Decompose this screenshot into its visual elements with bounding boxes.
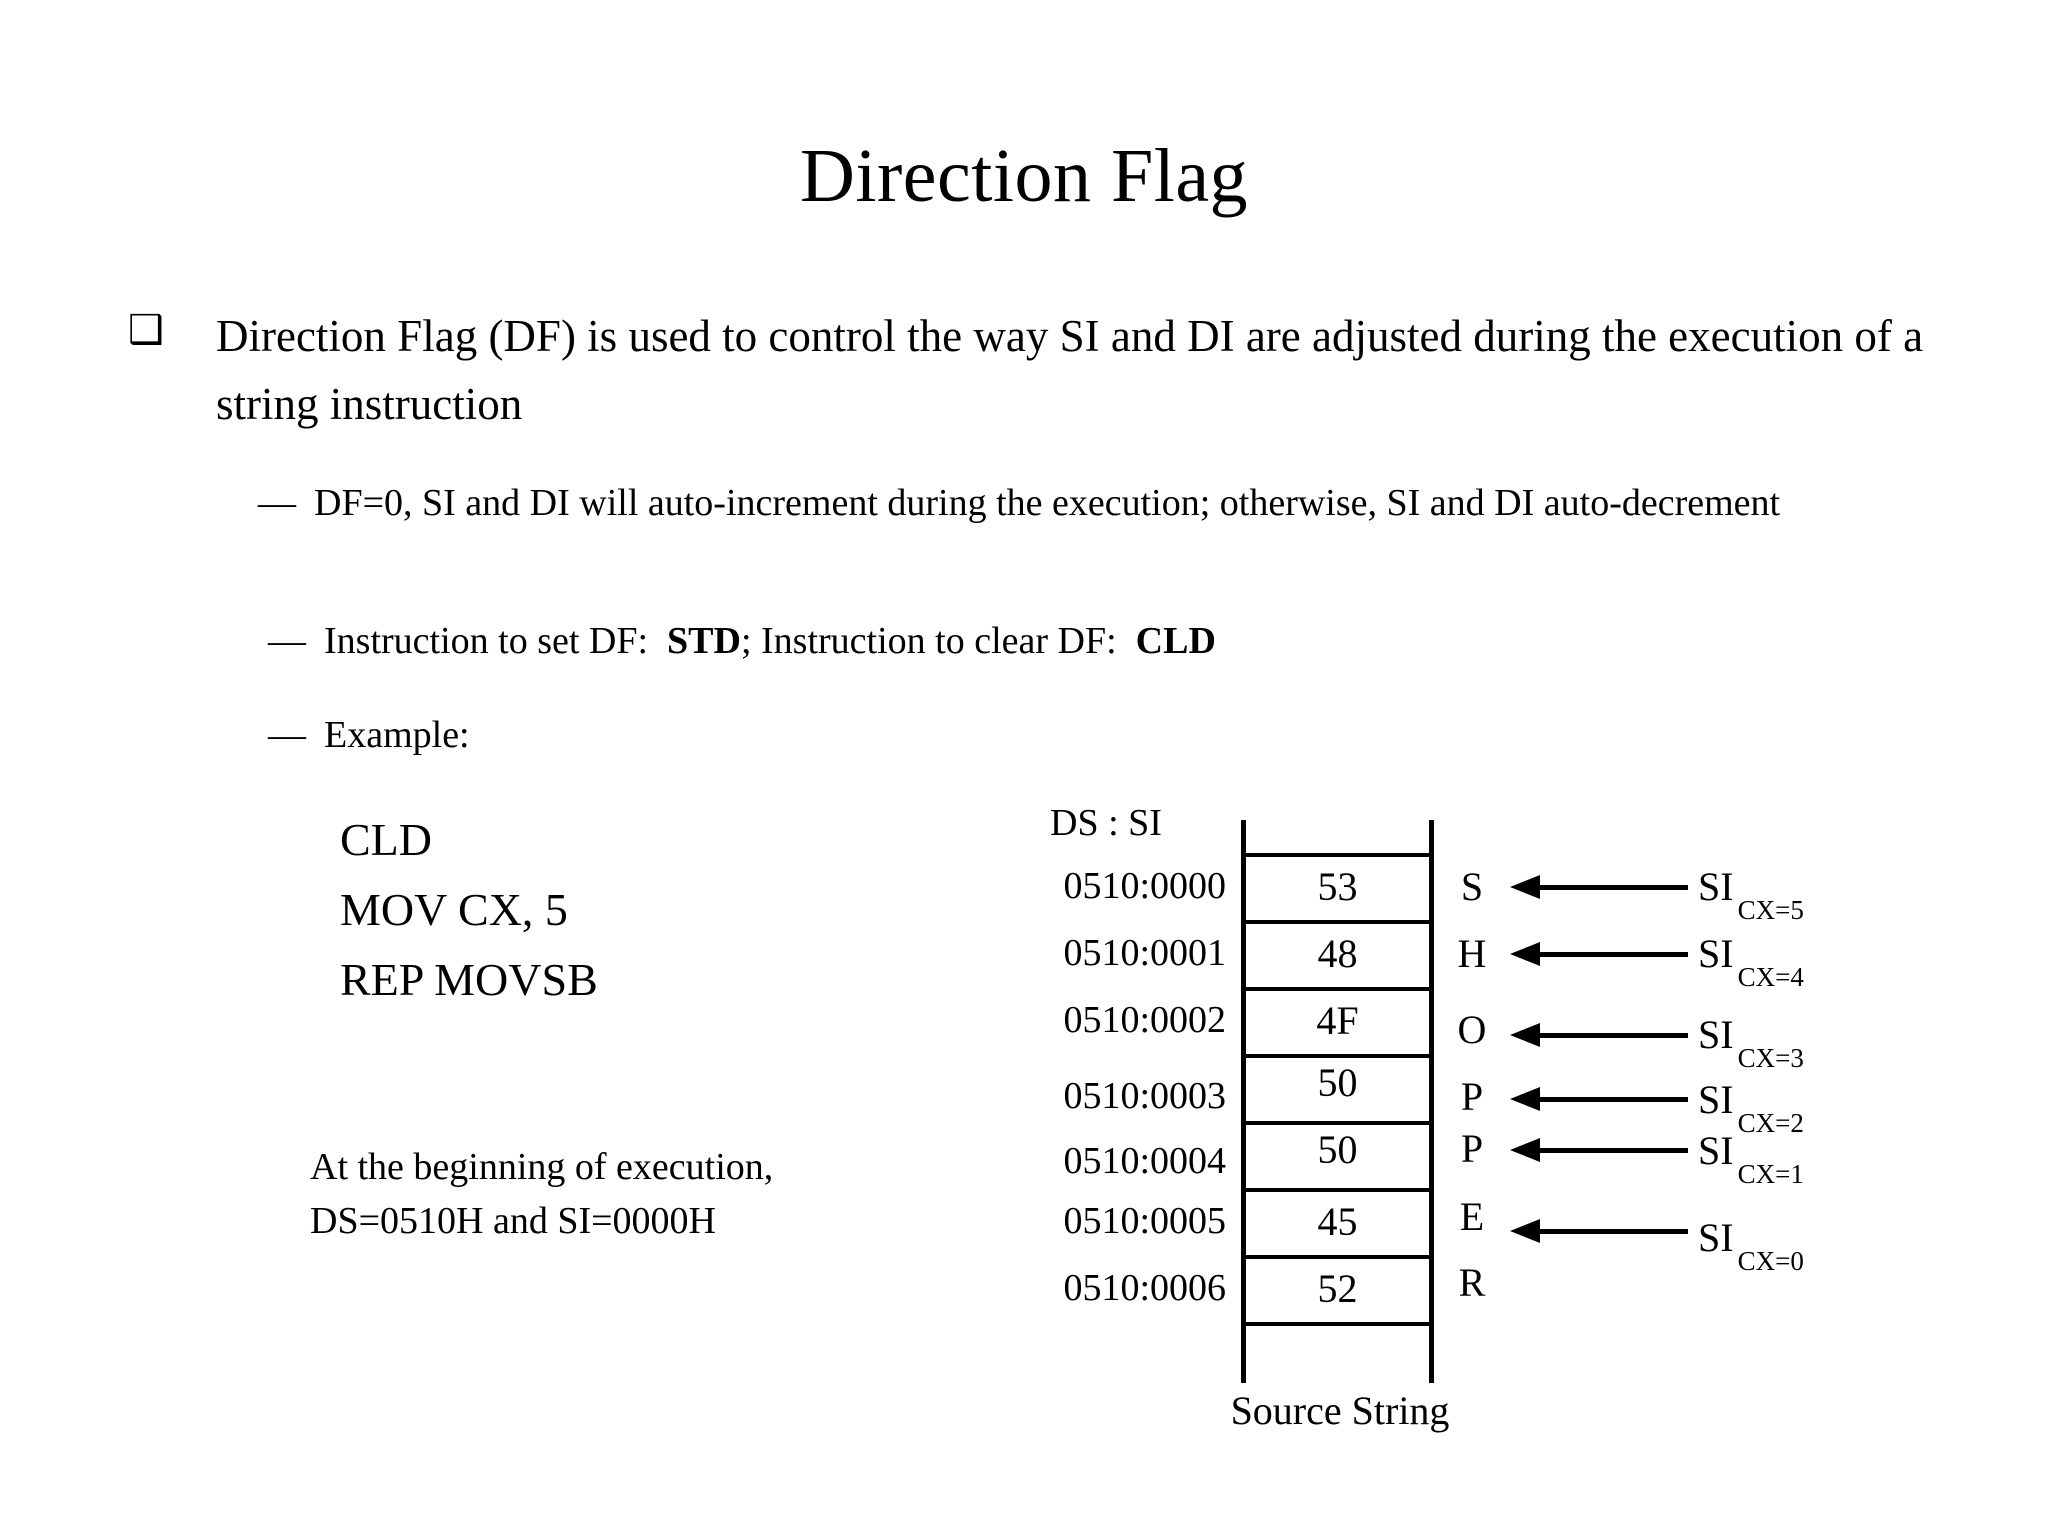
- memory-row-divider: [1241, 1255, 1434, 1259]
- si-register-label: SICX=4: [1698, 920, 1804, 1001]
- sub-bullet-df-zero: — DF=0, SI and DI will auto-increment du…: [258, 475, 1898, 531]
- si-subscript: CX=3: [1737, 1043, 1804, 1073]
- table-row: 0510:0006 52 R: [1030, 1255, 1910, 1322]
- note-line: At the beginning of execution,: [310, 1146, 774, 1188]
- memory-address: 0510:0004: [1063, 1140, 1226, 1182]
- memory-char: P: [1460, 1126, 1484, 1171]
- note-line: DS=0510H and SI=0000H: [310, 1200, 716, 1242]
- memory-row-divider: [1241, 1322, 1434, 1326]
- memory-box-right-rail: [1429, 820, 1434, 1383]
- memory-char: O: [1457, 1007, 1487, 1052]
- sub-bullet-std-cld: — Instruction to set DF: STD; Instructio…: [268, 613, 1908, 669]
- si-pointer-arrow-icon: [1510, 1087, 1688, 1111]
- memory-address: 0510:0006: [1063, 1267, 1226, 1309]
- si-text: SI: [1698, 1215, 1734, 1260]
- si-pointer-arrow-icon: [1510, 942, 1688, 966]
- sub-bullet-example: — Example:: [268, 707, 1908, 763]
- keyword-std: STD: [667, 620, 741, 662]
- memory-address: 0510:0001: [1063, 932, 1226, 974]
- memory-row-divider: [1241, 1121, 1434, 1125]
- si-subscript: CX=4: [1737, 962, 1804, 992]
- keyword-cld: CLD: [1135, 620, 1216, 662]
- memory-row-divider: [1241, 853, 1434, 857]
- ds-si-header-label: DS : SI: [1050, 802, 1162, 844]
- si-register-label: SICX=1: [1698, 1117, 1804, 1198]
- clear-df-text: ; Instruction to clear DF:: [740, 620, 1117, 662]
- si-subscript: CX=5: [1737, 895, 1804, 925]
- bullet-item-direction-flag: ❑ Direction Flag (DF) is used to control…: [128, 302, 1958, 438]
- code-line: CLD: [340, 814, 432, 865]
- si-pointer-arrow-icon: [1510, 875, 1688, 899]
- memory-value: 50: [1317, 1127, 1358, 1172]
- set-df-text: Instruction to set DF:: [324, 620, 649, 662]
- memory-row-divider: [1241, 920, 1434, 924]
- em-dash-icon: —: [268, 714, 306, 756]
- memory-value: 53: [1317, 864, 1358, 909]
- page-title: Direction Flag: [799, 134, 1249, 218]
- memory-value: 4F: [1316, 998, 1359, 1043]
- si-pointer-arrow-icon: [1510, 1219, 1688, 1243]
- memory-box-left-rail: [1241, 820, 1246, 1383]
- em-dash-icon: —: [268, 620, 306, 662]
- code-line: REP MOVSB: [340, 954, 598, 1005]
- memory-value: 50: [1317, 1060, 1358, 1105]
- em-dash-icon: —: [258, 482, 296, 524]
- memory-address: 0510:0002: [1063, 999, 1226, 1041]
- memory-row-divider: [1241, 1054, 1434, 1058]
- memory-address: 0510:0000: [1063, 865, 1226, 907]
- table-row: 0510:0004 50 P SICX=1: [1030, 1121, 1910, 1189]
- si-text: SI: [1698, 931, 1734, 976]
- code-listing: CLD MOV CX, 5 REP MOVSB: [340, 805, 598, 1015]
- si-text: SI: [1698, 864, 1734, 909]
- memory-diagram: DS : SI 0510:0000 53 S SICX=5 0510:0001 …: [1030, 800, 1910, 1433]
- memory-row-divider: [1241, 987, 1434, 991]
- initial-state-note: At the beginning of execution, DS=0510H …: [310, 1140, 773, 1248]
- si-pointer-arrow-icon: [1510, 1023, 1688, 1047]
- si-pointer-arrow-icon: [1510, 1138, 1688, 1162]
- memory-address: 0510:0003: [1063, 1075, 1226, 1117]
- memory-char: R: [1458, 1260, 1486, 1305]
- memory-char: P: [1460, 1074, 1484, 1119]
- si-subscript: CX=1: [1737, 1159, 1804, 1189]
- table-row: 0510:0003 50 P SICX=2: [1030, 1054, 1910, 1138]
- source-string-caption: Source String: [1230, 1388, 1450, 1433]
- memory-value: 52: [1317, 1266, 1358, 1311]
- table-row: 0510:0000 53 S SICX=5: [1030, 853, 1910, 925]
- bullet-text: Direction Flag (DF) is used to control t…: [216, 311, 1924, 429]
- memory-row-divider: [1241, 1188, 1434, 1192]
- memory-char: S: [1460, 864, 1484, 909]
- sub-bullet-text: Example:: [324, 714, 470, 756]
- sub-bullet-text: DF=0, SI and DI will auto-increment duri…: [314, 482, 1781, 524]
- si-register-label: SICX=2: [1698, 1066, 1804, 1147]
- table-row: 0510:0002 4F O SICX=3: [1030, 987, 1910, 1073]
- hollow-square-bullet-icon: ❑: [128, 307, 164, 353]
- si-register-label: SICX=5: [1698, 853, 1804, 934]
- memory-value: 45: [1317, 1199, 1358, 1244]
- table-row: 0510:0001 48 H SICX=4: [1030, 920, 1910, 992]
- memory-value: 48: [1317, 931, 1358, 976]
- si-text: SI: [1698, 1128, 1734, 1173]
- si-text: SI: [1698, 1077, 1734, 1122]
- memory-char: H: [1457, 931, 1487, 976]
- sub-bullet-text: Instruction to set DF: STD; Instruction …: [324, 613, 1216, 669]
- si-subscript: CX=2: [1737, 1108, 1804, 1138]
- memory-address: 0510:0005: [1063, 1200, 1226, 1242]
- si-subscript: CX=0: [1737, 1246, 1804, 1276]
- code-line: MOV CX, 5: [340, 884, 568, 935]
- si-register-label: SICX=3: [1698, 1001, 1804, 1082]
- memory-char: E: [1459, 1194, 1485, 1239]
- si-text: SI: [1698, 1012, 1734, 1057]
- table-row: 0510:0005 45 E SICX=0: [1030, 1188, 1910, 1276]
- si-register-label: SICX=0: [1698, 1204, 1804, 1285]
